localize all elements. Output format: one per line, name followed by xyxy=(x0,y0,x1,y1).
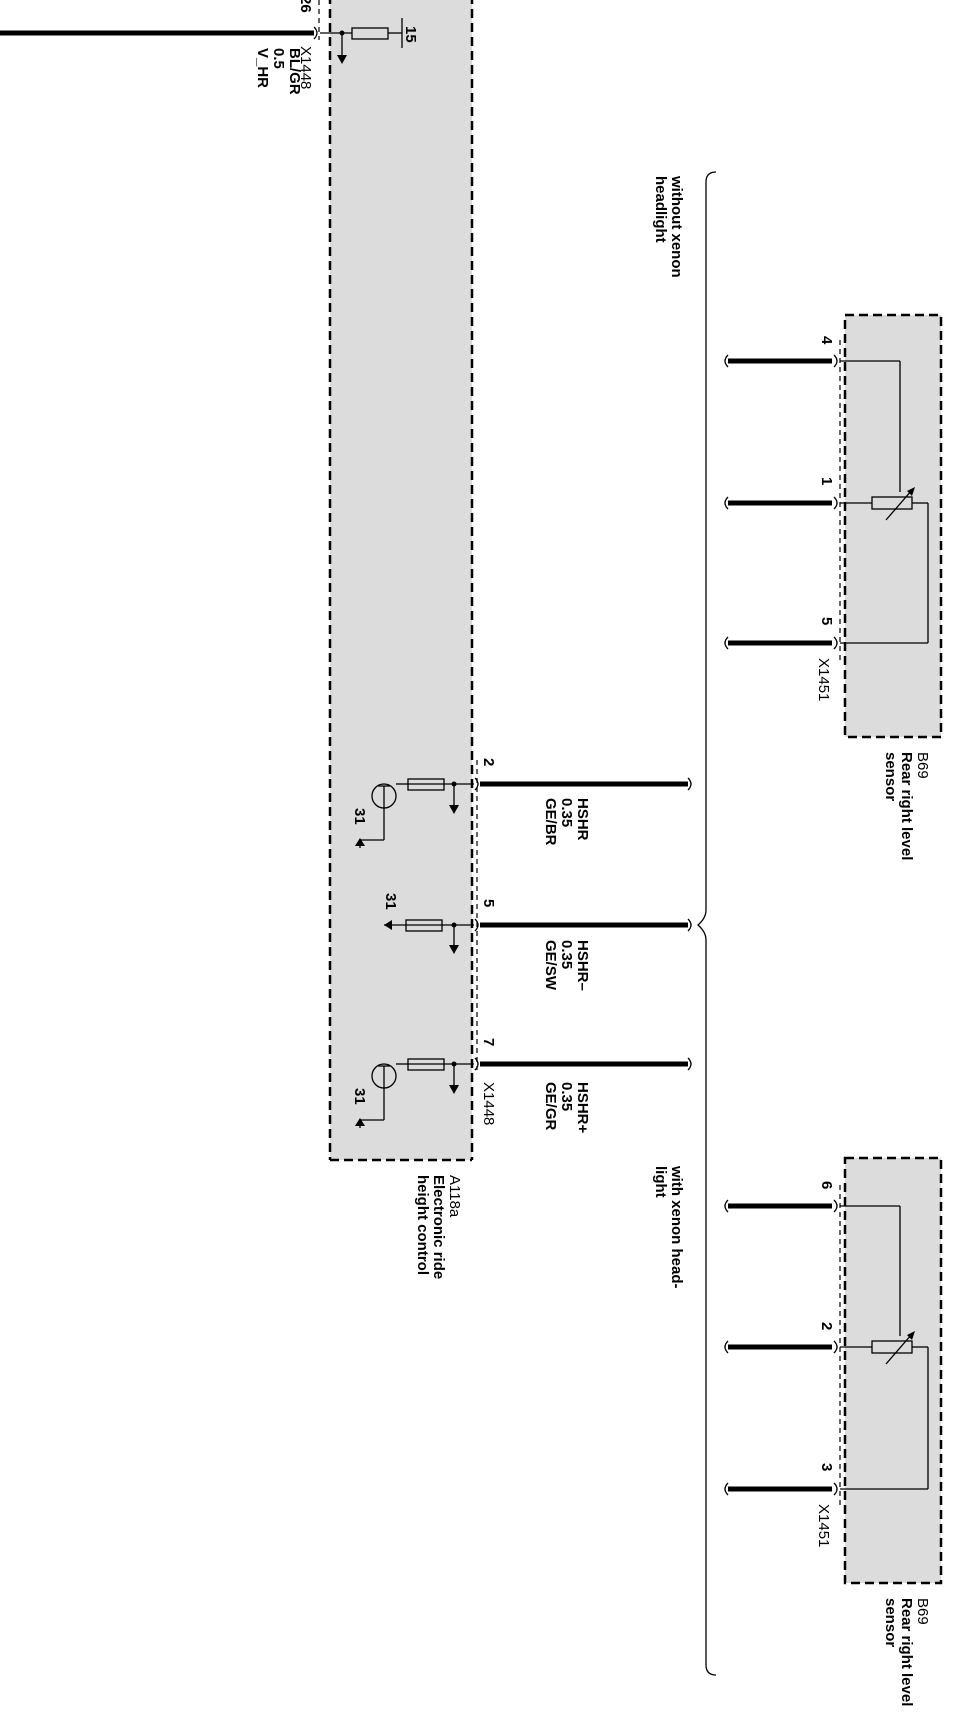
pin-5-gauge: 0.35 xyxy=(558,940,575,969)
top-wire-signal: V_HR xyxy=(254,48,271,88)
sensor-box-upper xyxy=(845,315,941,737)
sensor-upper-pin-b: 1 xyxy=(818,477,835,485)
pin-5-wire-label: HSHR– 0.35 GE/SW xyxy=(542,940,591,991)
sensor-box-lower xyxy=(845,1158,941,1583)
pin-2-gauge: 0.35 xyxy=(558,798,575,827)
sensor-upper-pin-a: 4 xyxy=(818,336,835,345)
top-v-hr-circuit xyxy=(0,18,403,64)
sensor-upper-id: B69 xyxy=(914,752,931,779)
module-name-1: Electronic ride xyxy=(430,1175,447,1279)
top-connector: X1448 xyxy=(297,46,314,89)
module-box xyxy=(330,0,472,1160)
top-wire-label: V_HR 0.5 BL/GR xyxy=(254,48,303,95)
top-pin-number: 26 xyxy=(297,0,314,13)
sensor-upper-label: B69 Rear right level sensor xyxy=(882,752,931,860)
without-xenon-line1: without xenon xyxy=(668,175,685,278)
with-xenon-label: with xenon head- light xyxy=(652,1165,685,1289)
module-id: A118a xyxy=(446,1175,463,1218)
pin-5-circuit xyxy=(384,918,692,954)
sensor-b69-lower xyxy=(724,1156,943,1585)
sensor-lower-id: B69 xyxy=(914,1598,931,1625)
pin-5-terminal: 31 xyxy=(382,893,399,910)
pin-7-terminal: 31 xyxy=(351,1088,368,1105)
module-a118a xyxy=(318,0,478,1162)
sensor-lower-pin-b: 2 xyxy=(818,1322,835,1330)
pin-7-signal: HSHR+ xyxy=(574,1082,591,1134)
pin-7-wire-label: HSHR+ 0.35 GE/GR xyxy=(542,1082,591,1134)
pin-7-color: GE/GR xyxy=(542,1082,559,1131)
with-xenon-line1: with xenon head- xyxy=(668,1165,685,1289)
pin-5-number: 5 xyxy=(480,899,497,907)
top-wire-color: BL/GR xyxy=(286,48,303,95)
module-name-2: height control xyxy=(414,1175,431,1275)
pin-2-color: GE/BR xyxy=(542,798,559,846)
without-xenon-label: without xenon headlight xyxy=(652,175,685,278)
pin-7-circuit xyxy=(355,1057,692,1128)
pin-5-color: GE/SW xyxy=(542,940,559,991)
pin-2-wire-label: HSHR 0.35 GE/BR xyxy=(542,798,591,846)
pin-7-number: 7 xyxy=(480,1038,497,1046)
pin-2-signal: HSHR xyxy=(574,798,591,841)
sensor-lower-connector: X1451 xyxy=(815,1504,832,1547)
variant-brace xyxy=(697,171,717,1676)
top-terminal: 15 xyxy=(402,26,419,43)
sensor-lower-label: B69 Rear right level sensor xyxy=(882,1598,931,1706)
pin-5-signal: HSHR– xyxy=(574,940,591,991)
pin-2-circuit xyxy=(355,777,692,848)
module-label: A118a Electronic ride height control xyxy=(414,1175,463,1279)
sensor-upper-name-2: sensor xyxy=(882,752,899,801)
sensor-upper-name-1: Rear right level xyxy=(898,752,915,860)
pin-7-gauge: 0.35 xyxy=(558,1082,575,1111)
top-pin-label: 26 xyxy=(297,0,314,13)
sensor-lower-pin-a: 6 xyxy=(818,1181,835,1189)
sensor-upper-pin-c: 5 xyxy=(818,617,835,625)
sensor-upper-connector: X1451 xyxy=(815,658,832,701)
sensor-lower-name-2: sensor xyxy=(882,1598,899,1647)
sensor-lower-name-1: Rear right level xyxy=(898,1598,915,1706)
sensor-b69-upper xyxy=(724,313,943,739)
sensor-lower-pin-c: 3 xyxy=(818,1463,835,1471)
without-xenon-line2: headlight xyxy=(652,176,669,243)
pin-2-number: 2 xyxy=(480,758,497,766)
pin-7-connector: X1448 xyxy=(480,1082,497,1125)
with-xenon-line2: light xyxy=(652,1166,669,1198)
top-wire-gauge: 0.5 xyxy=(270,48,287,69)
pin-2-terminal: 31 xyxy=(351,808,368,825)
